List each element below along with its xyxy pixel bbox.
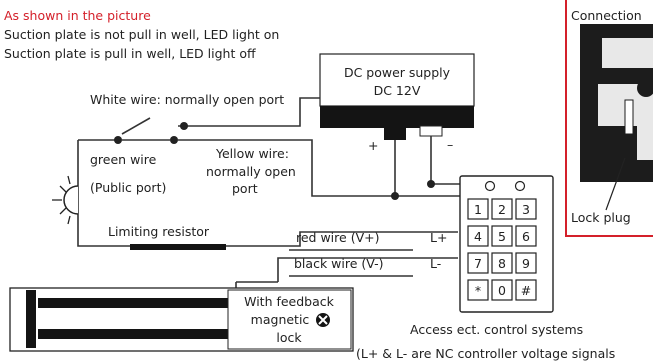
keypad-key-label: 5	[498, 229, 506, 244]
keypad-key[interactable]	[515, 279, 537, 301]
keypad-key[interactable]	[467, 198, 489, 220]
lock-label-3: lock	[276, 330, 302, 345]
keypad-key[interactable]	[491, 279, 513, 301]
header-line-1: Suction plate is not pull in well, LED l…	[4, 27, 279, 42]
yellow-wire-label-2: normally open	[206, 164, 296, 179]
limiting-resistor	[130, 244, 226, 250]
power-supply-line-2: DC 12V	[374, 83, 421, 98]
dc-power-supply: DC power supply DC 12V + –	[319, 53, 475, 153]
keypad-key[interactable]	[491, 252, 513, 274]
keypad-key[interactable]	[491, 225, 513, 247]
keypad-key[interactable]	[467, 252, 489, 274]
header-title: As shown in the picture	[4, 8, 151, 23]
plus-sign: +	[368, 138, 378, 153]
inset-title: Connection	[571, 8, 642, 23]
yellow-wire-label-3: port	[232, 181, 258, 196]
keypad-key-label: 9	[522, 256, 530, 271]
keypad-key-label: 2	[498, 202, 506, 217]
minus-sign: –	[447, 137, 453, 152]
lock-label-2: magnetic	[251, 312, 310, 327]
yellow-wire-label-1: Yellow wire:	[215, 146, 289, 161]
access-caption-2: (L+ & L- are NC controller voltage signa…	[356, 346, 615, 361]
black-wire-label: black wire (V-)	[294, 256, 383, 271]
white-wire-label: White wire: normally open port	[90, 92, 284, 107]
keypad-key[interactable]	[515, 225, 537, 247]
wiring	[77, 97, 460, 290]
keypad-key[interactable]	[491, 198, 513, 220]
keypad-key-label: 7	[474, 256, 482, 271]
power-supply-line-1: DC power supply	[344, 65, 451, 80]
keypad-key-label: 0	[498, 283, 506, 298]
keypad-key-label: 1	[474, 202, 482, 217]
red-wire-label: red wire (V+)	[296, 230, 379, 245]
access-keypad: 1 2 3 4 5 6 7 8 9 * 0 #	[459, 175, 554, 313]
l-minus-label: L-	[430, 256, 441, 271]
keypad-key[interactable]	[515, 252, 537, 274]
green-wire-label: green wire	[90, 152, 157, 167]
keypad-key-label: 6	[522, 229, 530, 244]
l-plus-label: L+	[430, 230, 447, 245]
header-line-2: Suction plate is pull in well, LED light…	[4, 46, 256, 61]
keypad-key-label: 3	[522, 202, 530, 217]
public-port-label: (Public port)	[90, 180, 166, 195]
keypad-key-label: 4	[474, 229, 482, 244]
lock-label-1: With feedback	[244, 294, 335, 309]
connection-inset: Connection Lock plug	[565, 0, 653, 237]
keypad-key-label: 8	[498, 256, 506, 271]
keypad-key[interactable]	[515, 198, 537, 220]
led-indicator-icon	[316, 313, 330, 327]
access-caption-1: Access ect. control systems	[410, 322, 583, 337]
magnetic-lock: With feedback magnetic lock	[9, 287, 354, 352]
limiting-resistor-label: Limiting resistor	[108, 224, 210, 239]
keypad-key[interactable]	[467, 279, 489, 301]
plus-terminal	[384, 126, 406, 140]
keypad-key[interactable]	[467, 225, 489, 247]
lock-plug-label: Lock plug	[571, 210, 631, 225]
keypad-key-label: #	[521, 283, 531, 298]
keypad-key-label: *	[475, 283, 481, 298]
led-lamp-icon	[52, 175, 79, 225]
